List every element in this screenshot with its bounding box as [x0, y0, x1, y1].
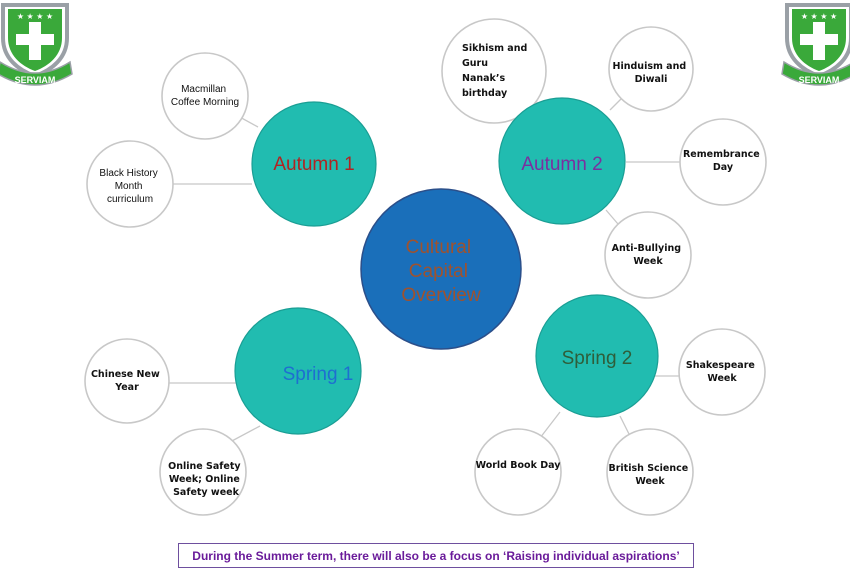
node-label-shakespeare: Shakespeare Week — [686, 360, 758, 384]
term-circle-autumn-1 — [251, 101, 377, 227]
node-chinese-new-year — [84, 338, 170, 424]
node-world-book-day — [474, 428, 562, 516]
node-label-hinduism: Hinduism and Diwali — [613, 61, 690, 85]
outer-nodes — [84, 18, 767, 516]
node-shakespeare — [678, 328, 766, 416]
term-label-autumn-2: Autumn 2 — [521, 154, 602, 175]
summer-term-note-text: During the Summer term, there will also … — [192, 548, 680, 563]
term-circle-autumn-2 — [498, 97, 626, 225]
term-circle-spring-1 — [234, 307, 362, 435]
node-online-safety — [159, 428, 247, 516]
node-sikhism — [441, 18, 547, 124]
center-label: Cultural Capital Overview — [401, 237, 480, 306]
crest-motto-right: SERVIAM — [799, 75, 840, 85]
center-circle — [360, 188, 522, 350]
node-british-science — [606, 428, 694, 516]
connector-world-book-day — [539, 411, 561, 439]
term-label-spring-2: Spring 2 — [562, 348, 633, 369]
term-label-spring-1: Spring 1 — [283, 364, 354, 385]
connectors — [168, 97, 681, 443]
node-label-anti-bullying: Anti-Bullying Week — [612, 243, 685, 267]
term-circle-spring-2 — [535, 294, 659, 418]
school-crest-left: SERVIAM — [0, 3, 74, 87]
term-label-autumn-1: Autumn 1 — [273, 154, 354, 175]
node-label-remembrance: Remembrance Day — [683, 149, 763, 173]
node-hinduism — [608, 26, 694, 112]
node-macmillan — [161, 52, 249, 140]
crest-motto-left: SERVIAM — [15, 75, 56, 85]
node-label-british-science: British Science Week — [608, 463, 691, 487]
connector-hinduism — [609, 97, 623, 111]
summer-term-note: During the Summer term, there will also … — [178, 543, 694, 568]
node-label-chinese-new-year: Chinese New Year — [91, 369, 163, 393]
node-anti-bullying — [604, 211, 692, 299]
node-label-world-book-day: World Book Day — [476, 460, 562, 471]
connector-british-science — [619, 415, 631, 437]
node-remembrance — [679, 118, 767, 206]
connector-anti-bullying — [605, 209, 619, 225]
node-label-macmillan: Macmillan Coffee Morning — [171, 84, 239, 108]
node-label-black-history: Black History Month curriculum — [99, 168, 160, 205]
node-black-history — [86, 140, 174, 228]
school-crest-right: SERVIAM — [780, 3, 850, 87]
node-label-online-safety: Online Safety Week; Online Safety week — [168, 461, 244, 498]
connector-online-safety — [229, 425, 261, 443]
node-label-sikhism: Sikhism and Guru Nanak’s birthday — [462, 43, 531, 99]
